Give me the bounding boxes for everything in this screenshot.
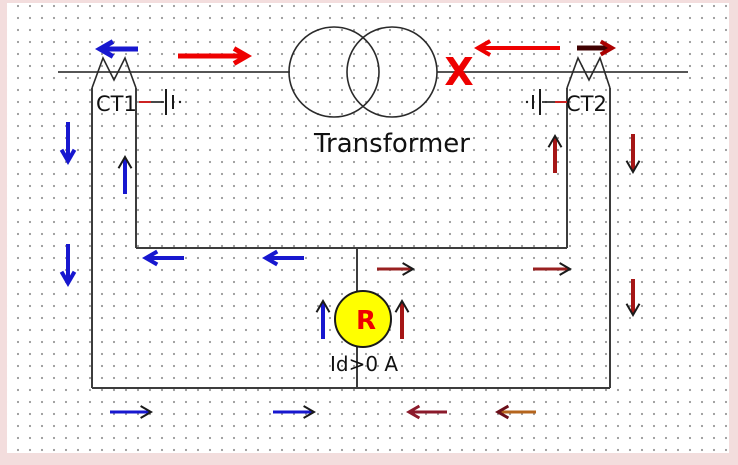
current-arrow-bottom-brown-left-outer [495,404,536,420]
transformer-symbol [288,26,438,118]
current-arrow-mid-wire-blue-left-outer [141,249,184,267]
current-arrow-top-right-red-left [473,39,560,57]
current-arrows-layer [59,39,641,420]
current-arrow-left-edge-down-lower [59,244,77,288]
current-arrow-right-edge-down-upper [625,134,641,175]
ct1-polarity-marker [139,89,182,115]
relay-circle [334,290,392,348]
ct1-label: CT1 [96,92,137,116]
current-arrow-ct1-secondary-up [117,154,133,194]
ct2-polarity-dot [525,100,529,104]
fault-marker-x: X [444,50,473,94]
differential-current-label: Id>0 A [330,352,398,376]
current-arrow-top-left-blue-left [95,39,138,59]
ct2-polarity-marker [525,89,567,115]
current-arrow-left-edge-down-upper [59,122,77,166]
transformer-winding-secondary [346,26,438,118]
relay-label: R [356,306,376,336]
current-arrow-mid-wire-red-right-inner [377,262,415,276]
current-arrow-bottom-blue-right-inner [273,405,316,419]
current-arrow-ct2-secondary-up [547,133,563,173]
transformer-label: Transformer [313,129,470,159]
ct1-symbol [91,55,137,89]
current-arrow-top-right-maroon-right [577,39,616,57]
current-arrow-bottom-blue-right-outer [110,405,153,419]
grid-dots [7,3,729,453]
secondary-loop-wires [91,88,611,389]
ct2-symbol [566,55,611,89]
current-arrow-mid-wire-red-right-outer [533,262,573,276]
current-arrow-relay-right-up [394,298,410,339]
current-arrow-relay-left-up [315,298,331,339]
ct1-polarity-dot [178,100,182,104]
ct2-label: CT2 [566,92,607,116]
current-arrow-right-edge-down-lower [625,279,641,318]
current-arrow-mid-wire-blue-left-inner [261,249,304,267]
current-arrow-bottom-dark-left-inner [406,404,447,420]
transformer-winding-primary [288,26,380,118]
current-arrow-top-left-red-right [178,46,253,66]
